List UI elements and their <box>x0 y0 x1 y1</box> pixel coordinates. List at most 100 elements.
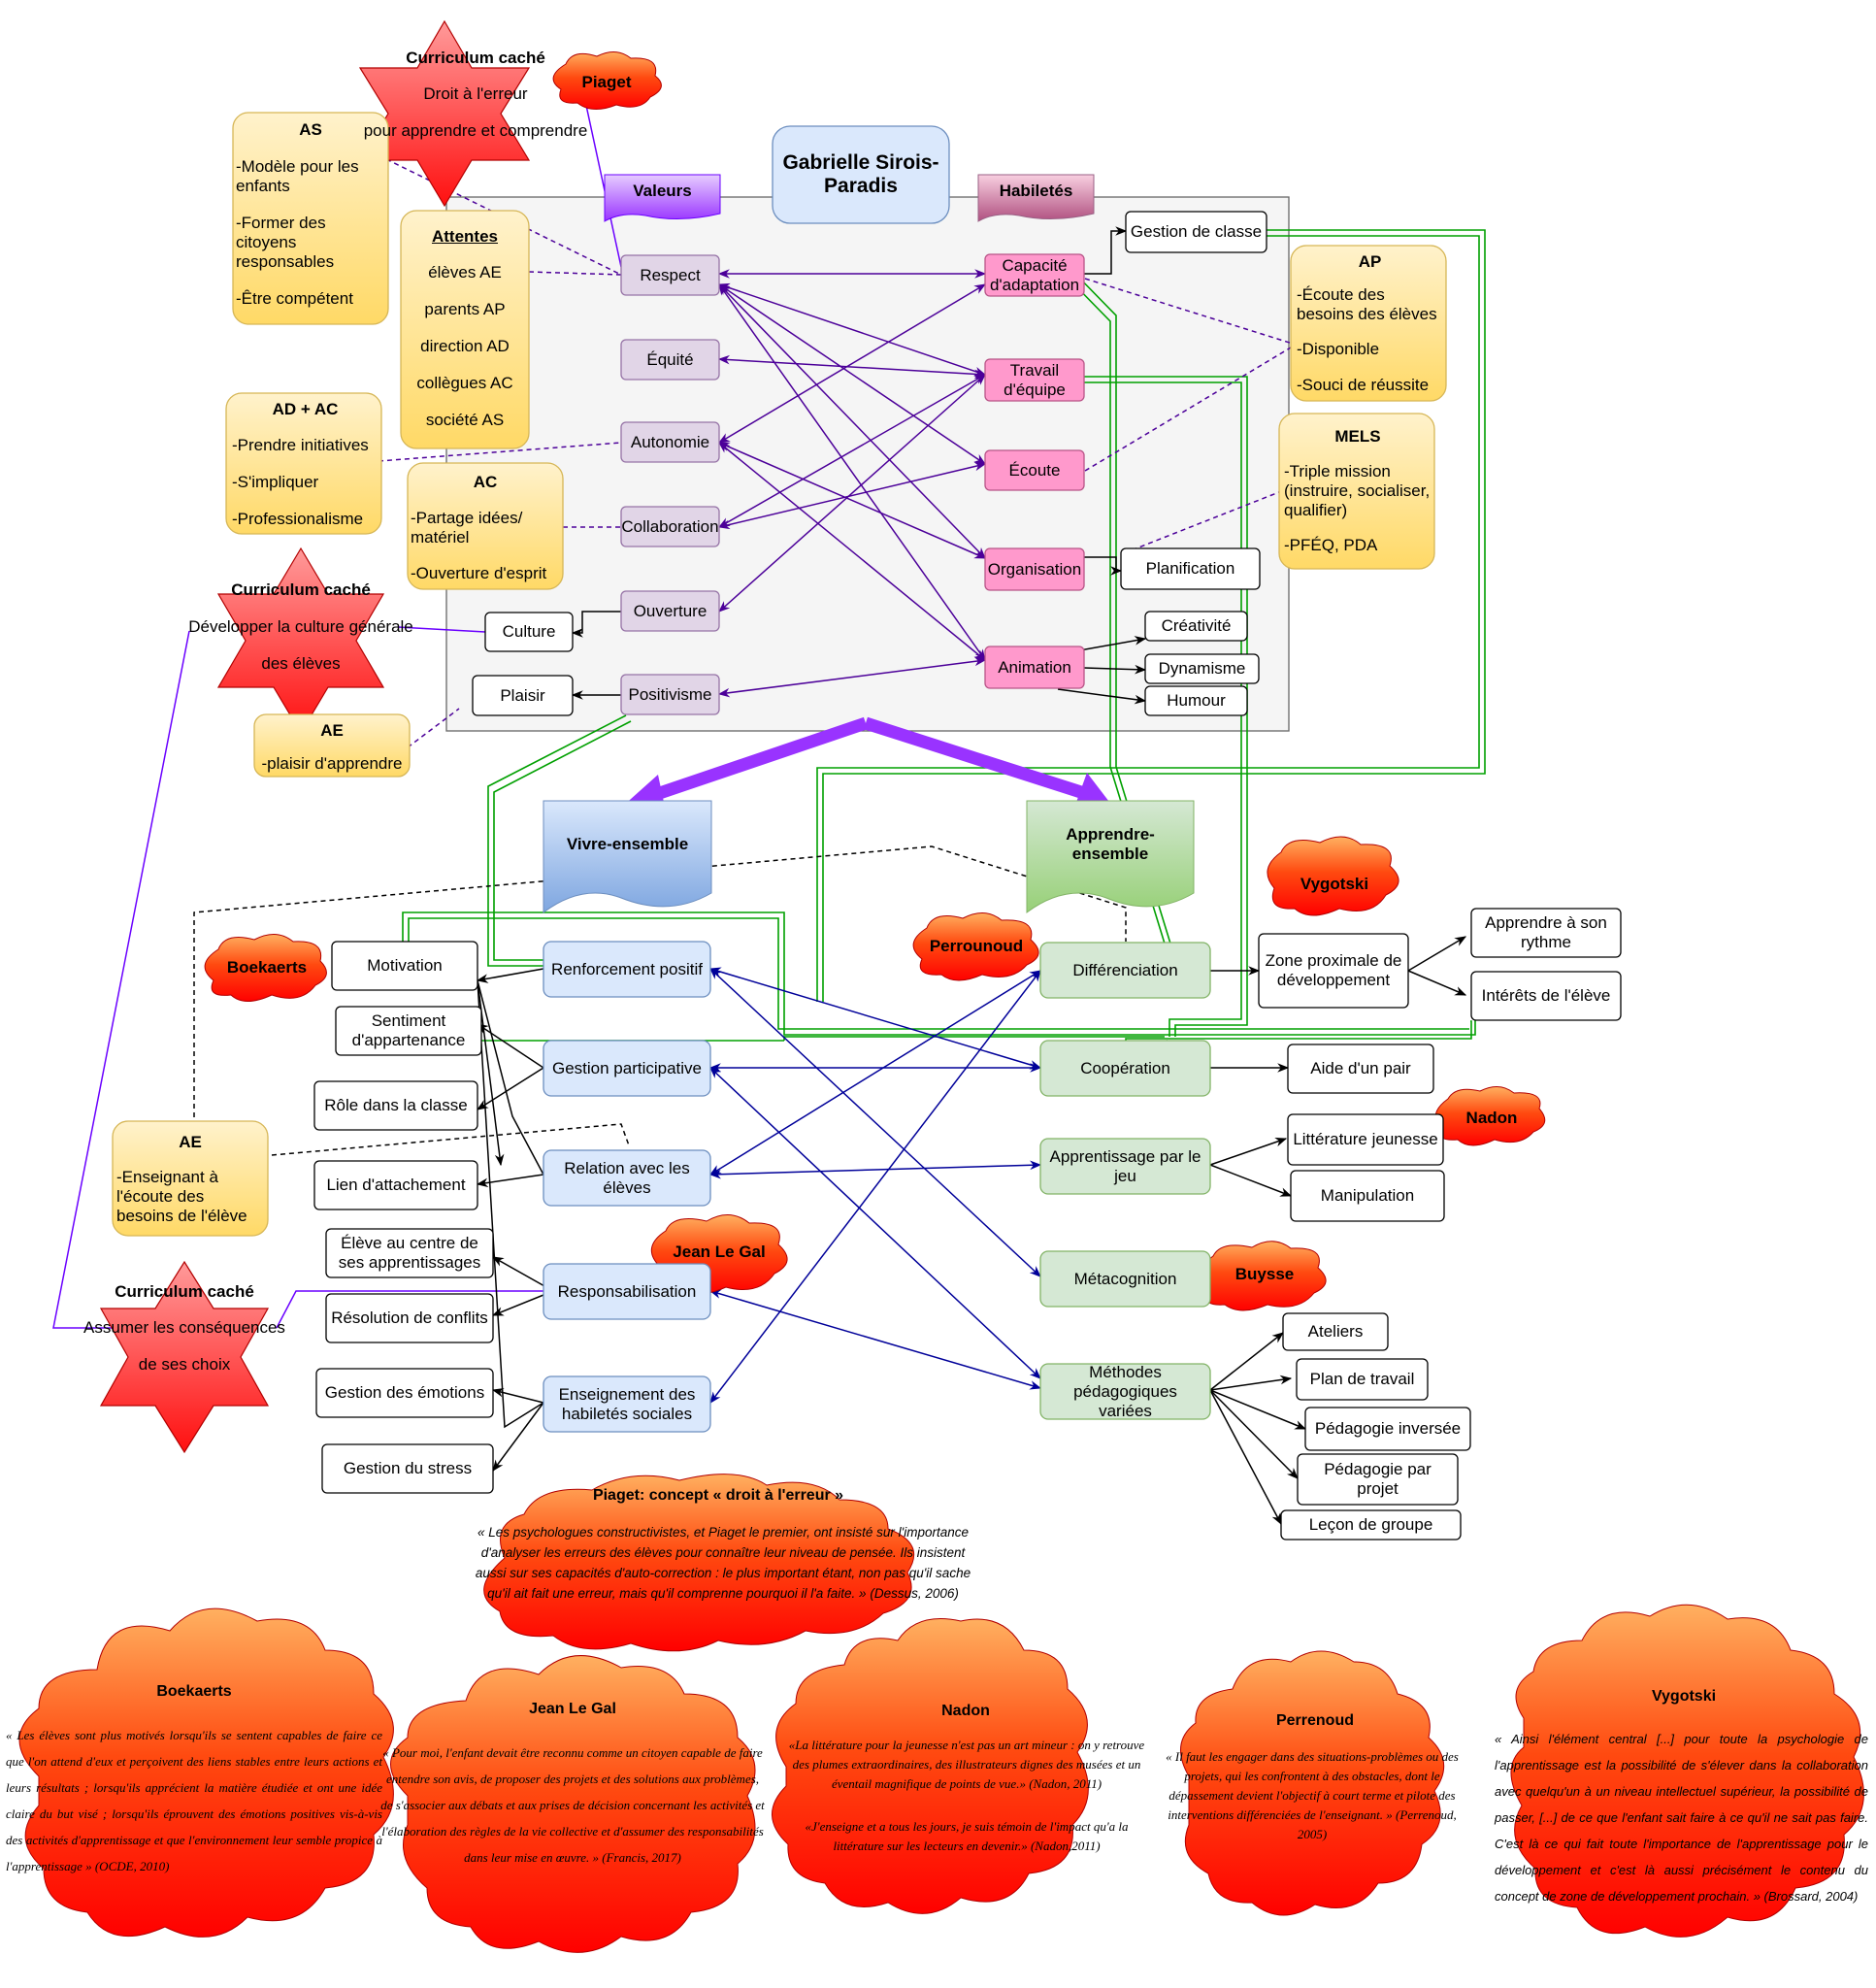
node-gestion-classe[interactable]: Gestion de classe <box>1130 222 1263 241</box>
habilete-ecoute[interactable]: Écoute <box>1008 460 1061 480</box>
quote-nadon-title: Nadon <box>941 1703 990 1719</box>
node-dynamisme[interactable]: Dynamisme <box>1158 659 1246 678</box>
note-ae-top-line: -plaisir d'apprendre <box>261 754 403 773</box>
cloud-perrounoud: Perrounoud <box>929 937 1024 955</box>
valeur-respect[interactable]: Respect <box>640 265 701 284</box>
quote-vygotski-text: « Ainsi l'élément central [...] pour tou… <box>1495 1732 1868 1904</box>
note-ap-line: -Écoute des besoins des élèves <box>1297 285 1437 323</box>
child-lecon-groupe[interactable]: Leçon de groupe <box>1308 1515 1433 1534</box>
note-ap-line: -Souci de réussite <box>1297 376 1430 394</box>
dashed-black-links <box>193 845 1127 1156</box>
child-zpd[interactable]: Zone proximale de développement <box>1265 951 1402 989</box>
child-pedagogie-inversee[interactable]: Pédagogie inversée <box>1314 1419 1462 1438</box>
note-ae-bottom: AE -Enseignant à l'écoute des besoins de… <box>114 1131 267 1228</box>
note-adac-line: -Professionalisme <box>232 510 364 528</box>
vivre-ensemble-label: Vivre-ensemble <box>566 835 689 853</box>
cloud-vygotski: Vygotski <box>1300 875 1369 893</box>
quote-boekaerts-title: Boekaerts <box>156 1683 232 1700</box>
curriculum-2-line: des élèves <box>261 654 341 673</box>
note-as-title: AS <box>299 120 322 139</box>
note-ae-top-title: AE <box>320 721 344 740</box>
quote-vygotski-title: Vygotski <box>1651 1688 1717 1705</box>
curriculum-2: Curriculum caché Développer la culture g… <box>175 580 427 687</box>
node-planification[interactable]: Planification <box>1145 559 1235 578</box>
valeur-collaboration[interactable]: Collaboration <box>621 516 719 536</box>
side-boxes-bottom <box>313 908 1622 1541</box>
note-attentes-title: Attentes <box>431 227 498 246</box>
child-resolution[interactable]: Résolution de conflits <box>331 1309 488 1327</box>
vivre-boxes <box>543 941 711 1433</box>
apprendre-cooperation[interactable]: Coopération <box>1080 1058 1170 1077</box>
node-humour[interactable]: Humour <box>1167 691 1226 710</box>
child-interets[interactable]: Intérêts de l'élève <box>1481 986 1611 1005</box>
child-eleve-centre[interactable]: Élève au centre de ses apprentissages <box>338 1234 481 1272</box>
node-plaisir[interactable]: Plaisir <box>500 685 545 705</box>
apprendre-boxes <box>1039 942 1211 1420</box>
note-attentes-line: parents AP <box>424 300 506 318</box>
child-litterature[interactable]: Littérature jeunesse <box>1293 1130 1438 1148</box>
note-ac-title: AC <box>473 473 498 491</box>
valeur-ouverture[interactable]: Ouverture <box>633 601 708 620</box>
vivre-habiletes-sociales[interactable]: Enseignement des habiletés sociales <box>558 1384 696 1423</box>
note-as-line: -Modèle pour les enfants <box>236 157 359 195</box>
node-culture[interactable]: Culture <box>502 622 556 641</box>
note-attentes-line: société AS <box>425 411 505 429</box>
note-attentes-line: direction AD <box>420 337 510 355</box>
title-box <box>772 125 950 224</box>
child-emotions[interactable]: Gestion des émotions <box>324 1383 485 1402</box>
title-label: Gabrielle Sirois-Paradis <box>782 151 939 197</box>
node-creativite[interactable]: Créativité <box>1161 616 1232 635</box>
apprendre-methodes[interactable]: Méthodes pédagogiques variées <box>1073 1362 1177 1420</box>
curriculum-3-title: Curriculum caché <box>115 1282 254 1301</box>
apprendre-metacognition[interactable]: Métacognition <box>1073 1269 1177 1288</box>
child-aide-pair[interactable]: Aide d'un pair <box>1310 1059 1411 1077</box>
quote-piaget-text: « Les psychologues constructivistes, et … <box>475 1525 971 1601</box>
apprendre-ensemble-label: Apprendre-ensemble <box>1066 825 1155 863</box>
quote-jean-le-gal-title: Jean Le Gal <box>529 1701 616 1717</box>
note-adac-line: -Prendre initiatives <box>232 436 369 454</box>
curriculum-2-title: Curriculum caché <box>231 580 371 599</box>
valeur-autonomie[interactable]: Autonomie <box>630 432 710 451</box>
curriculum-3: Curriculum caché Assumer les conséquence… <box>68 1282 301 1389</box>
valeur-positivisme[interactable]: Positivisme <box>628 684 712 704</box>
child-pedagogie-projet[interactable]: Pédagogie par projet <box>1324 1460 1432 1498</box>
habilete-organisation[interactable]: Organisation <box>987 559 1082 579</box>
note-as-line: -Former des citoyens responsables <box>236 214 335 271</box>
valeurs-banner-label: Valeurs <box>633 182 692 200</box>
valeur-equite[interactable]: Équité <box>646 349 694 369</box>
curriculum-1: Curriculum caché Droit à l'erreur pour a… <box>359 49 592 155</box>
child-sentiment[interactable]: Sentiment d'appartenance <box>351 1011 466 1049</box>
note-ap: AP -Écoute des besoins des élèves -Dispo… <box>1294 250 1446 397</box>
vivre-relation[interactable]: Relation avec les élèves <box>564 1158 690 1197</box>
vivre-gestion-participative[interactable]: Gestion participative <box>551 1058 703 1077</box>
apprendre-jeu[interactable]: Apprentissage par le jeu <box>1049 1146 1201 1185</box>
apprendre-differenciation[interactable]: Différenciation <box>1072 960 1178 979</box>
child-manipulation[interactable]: Manipulation <box>1320 1186 1415 1205</box>
habilete-travail-equipe[interactable]: Travail d'équipe <box>1004 360 1066 399</box>
child-ateliers[interactable]: Ateliers <box>1307 1322 1364 1341</box>
cloud-buysse: Buysse <box>1234 1265 1295 1283</box>
child-plan-travail[interactable]: Plan de travail <box>1309 1370 1415 1388</box>
child-stress[interactable]: Gestion du stress <box>343 1459 473 1477</box>
cloud-jean-le-gal: Jean Le Gal <box>673 1242 766 1261</box>
habilete-adaptation[interactable]: Capacité d'adaptation <box>989 255 1080 294</box>
curriculum-star-1 <box>358 19 531 208</box>
note-adac: AD + AC -Prendre initiatives -S'implique… <box>229 398 381 531</box>
curriculum-3-line: de ses choix <box>138 1355 231 1374</box>
child-lien[interactable]: Lien d'attachement <box>326 1176 466 1194</box>
quote-perrenoud-text: « Il faut les engager dans des situation… <box>1166 1749 1459 1841</box>
cross-links <box>708 967 1042 1404</box>
child-role[interactable]: Rôle dans la classe <box>324 1096 468 1114</box>
note-mels-line: -PFÉQ, PDA <box>1284 536 1378 554</box>
note-ap-title: AP <box>1358 252 1382 271</box>
curriculum-3-line: Assumer les conséquences <box>83 1318 285 1337</box>
child-motivation[interactable]: Motivation <box>367 956 443 975</box>
habilete-animation[interactable]: Animation <box>998 657 1071 677</box>
valeurs-banner <box>604 174 721 222</box>
note-as: AS -Modèle pour les enfants -Former des … <box>233 118 388 322</box>
quote-piaget-title: Piaget: concept « droit à l'erreur » <box>592 1487 844 1504</box>
vivre-renforcement[interactable]: Renforcement positif <box>551 959 703 978</box>
quote-nadon-text: «La littérature pour la jeunesse n'est p… <box>788 1738 1145 1791</box>
vivre-responsabilisation[interactable]: Responsabilisation <box>557 1281 697 1301</box>
child-rythme[interactable]: Apprendre à son rythme <box>1485 913 1607 951</box>
